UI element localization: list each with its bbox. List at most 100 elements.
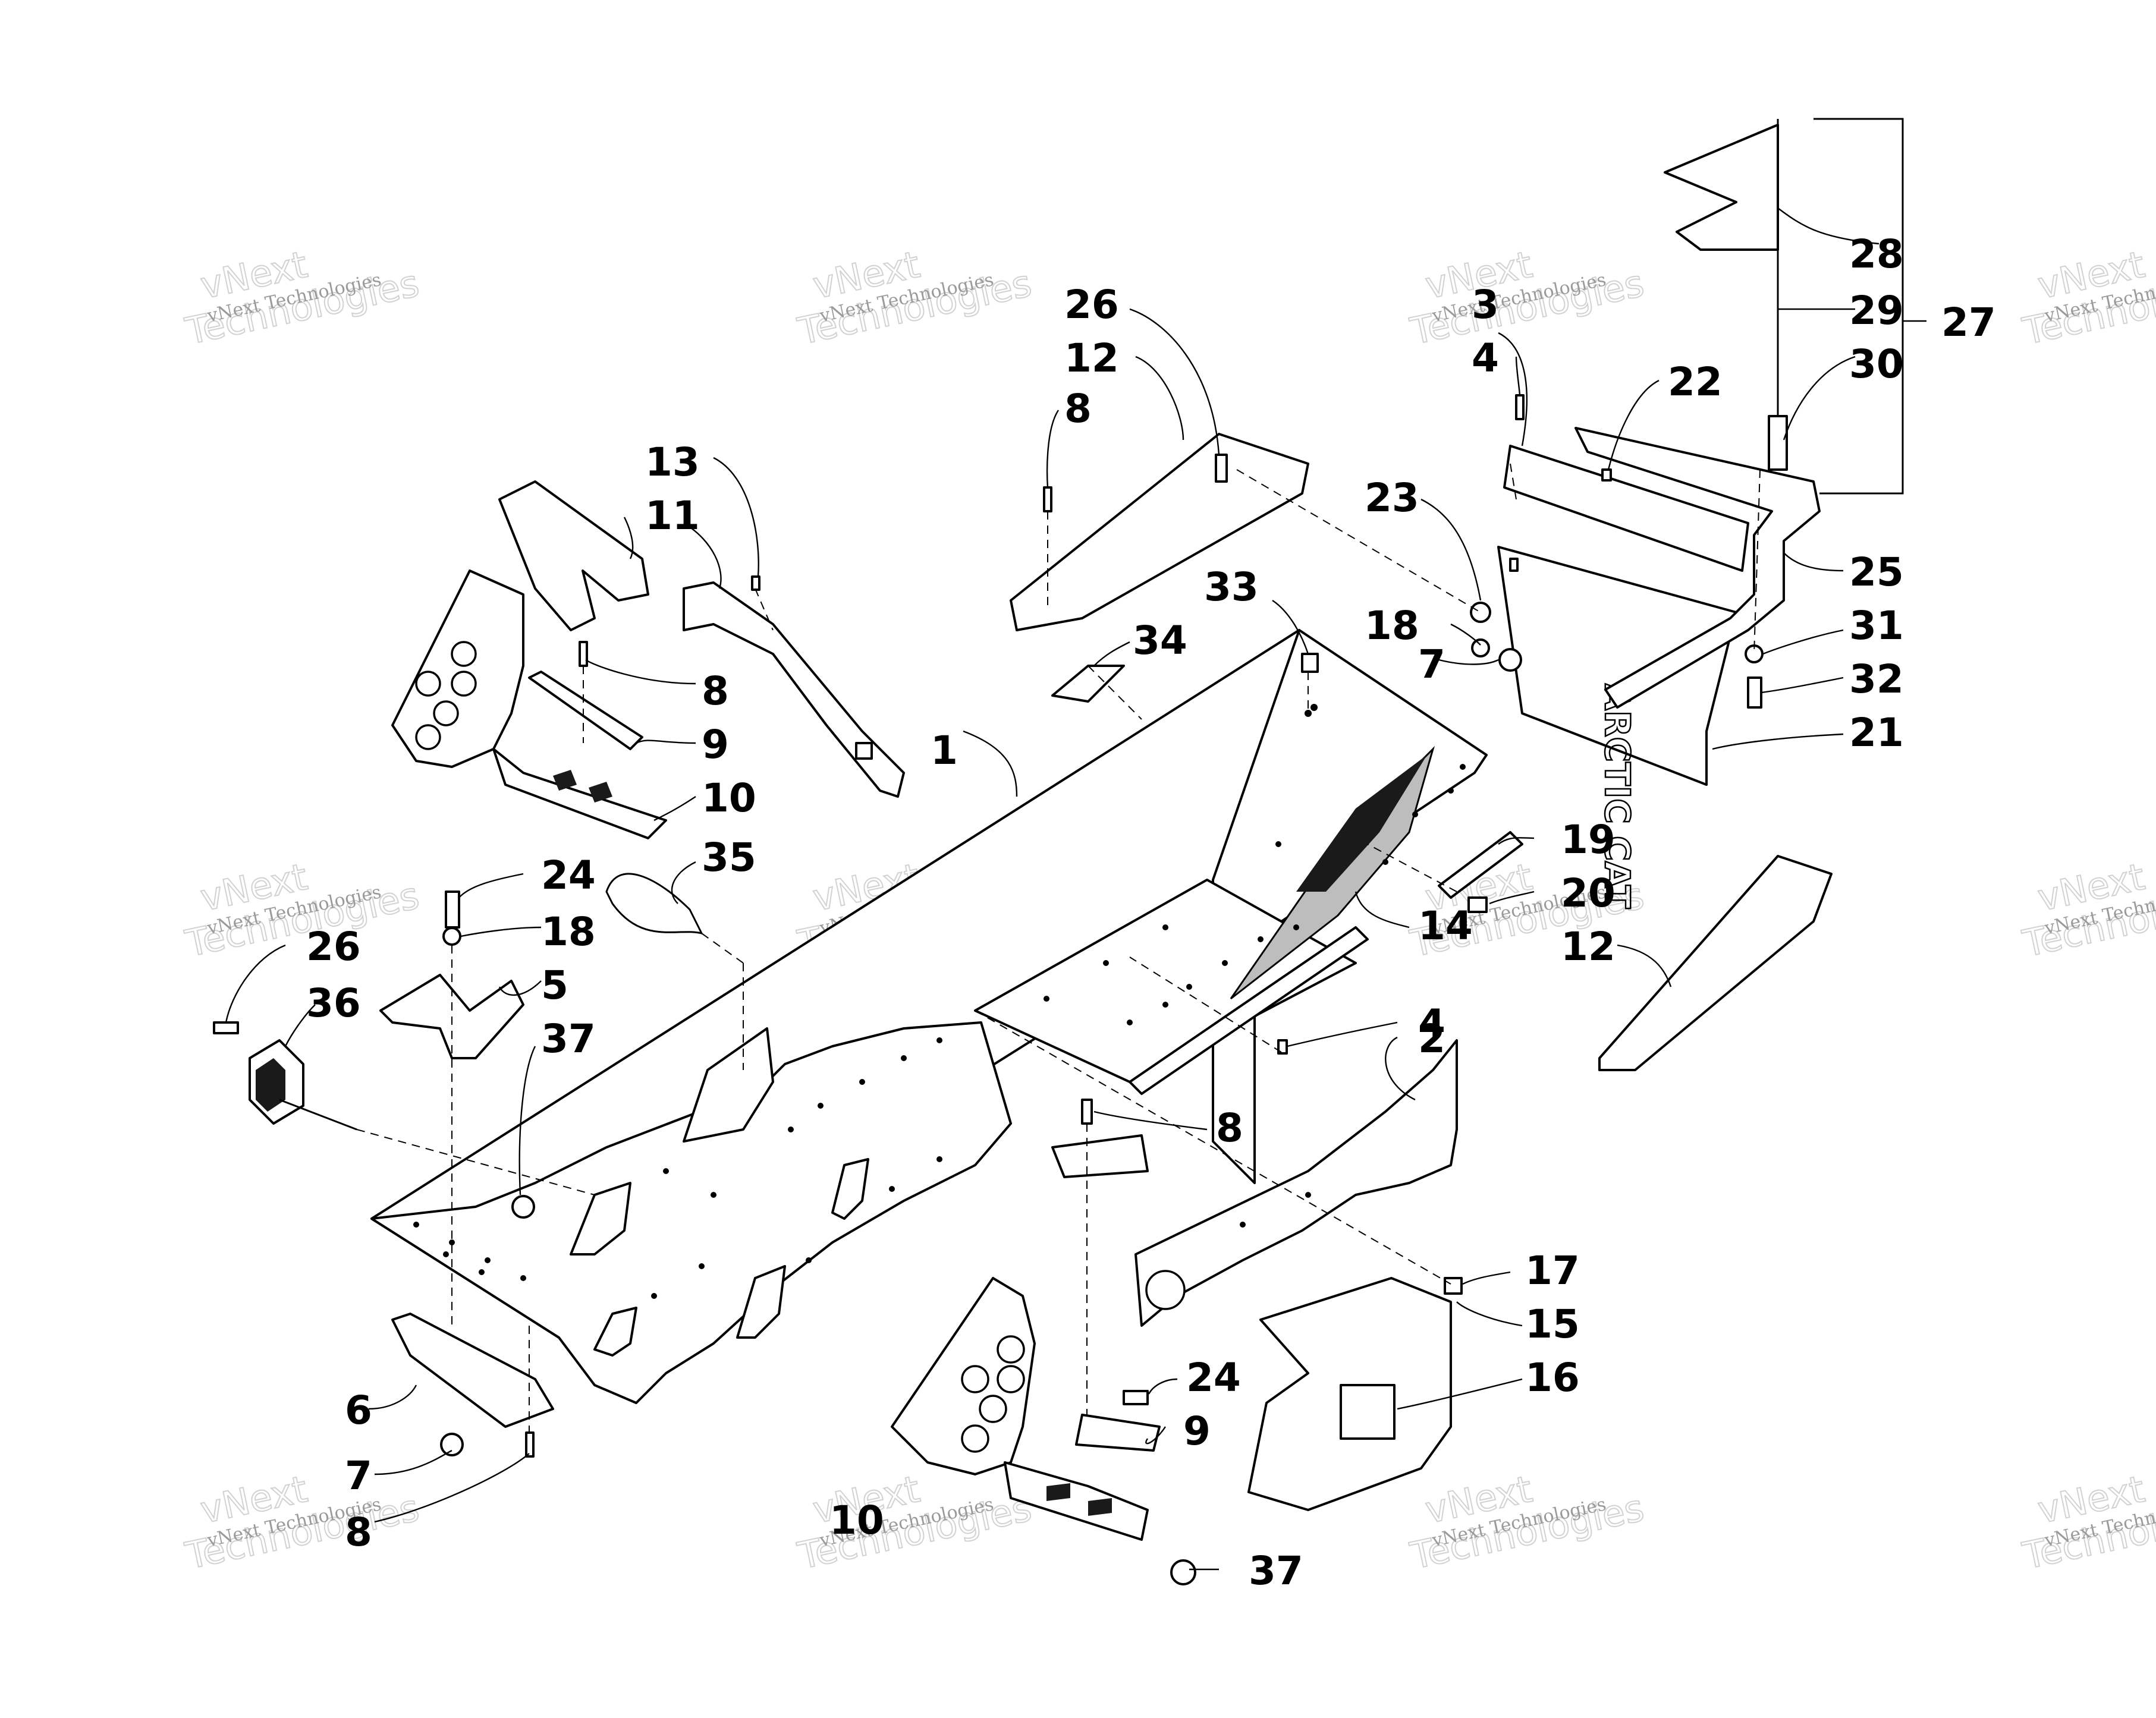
washer-part-18 bbox=[1471, 638, 1490, 657]
callout-28: 28 bbox=[1849, 231, 1904, 277]
flag-part-28 bbox=[1664, 124, 1779, 251]
callout-37-lower: 37 bbox=[1249, 1548, 1303, 1594]
callout-32: 32 bbox=[1849, 656, 1904, 702]
bracket-part-9-left bbox=[528, 671, 643, 750]
callout-1: 1 bbox=[931, 728, 958, 773]
skid-plate-foot bbox=[492, 748, 667, 839]
screw-part-4-top bbox=[1515, 394, 1525, 420]
callout-10-left: 10 bbox=[702, 775, 756, 821]
skid-plate-foot bbox=[1004, 1461, 1149, 1541]
fastener bbox=[855, 742, 873, 760]
tunnel-left-side bbox=[370, 1021, 1012, 1404]
callout-12-upper: 12 bbox=[1064, 335, 1119, 381]
tunnel-running-board bbox=[974, 879, 1357, 1083]
bolt-part-13 bbox=[751, 575, 760, 591]
callout-7-left: 7 bbox=[345, 1453, 372, 1499]
callout-33: 33 bbox=[1204, 564, 1259, 610]
screw-part-20 bbox=[1467, 896, 1488, 913]
bracket-part-11 bbox=[498, 480, 649, 631]
tunnel-cutout bbox=[593, 1307, 637, 1357]
callout-26-upper: 26 bbox=[1064, 282, 1119, 328]
rail-part-12-upper bbox=[1010, 433, 1309, 631]
callout-36: 36 bbox=[306, 980, 361, 1026]
screw-part-4-upper bbox=[1509, 558, 1519, 572]
watermark: vNext Technologies vNext Technologies bbox=[181, 1467, 423, 1578]
callout-35: 35 bbox=[702, 835, 756, 880]
plug-part-33 bbox=[1301, 653, 1319, 673]
callout-8-upper: 8 bbox=[1064, 386, 1092, 432]
rail-part-12-right bbox=[1598, 855, 1833, 1071]
label-part-34 bbox=[1051, 665, 1125, 703]
watermark: vNext Technologies vNext Technologies bbox=[2018, 854, 2156, 966]
callout-37-left: 37 bbox=[541, 1016, 596, 1062]
skid-plate-part-10-lower bbox=[891, 1277, 1149, 1541]
callout-9-left: 9 bbox=[702, 722, 729, 767]
callout-22: 22 bbox=[1668, 359, 1723, 405]
bolt-part-32 bbox=[1747, 676, 1762, 709]
callout-24-left: 24 bbox=[541, 852, 596, 898]
callout-11: 11 bbox=[645, 493, 700, 539]
bolt-part-8-upper bbox=[1043, 486, 1052, 512]
bracket-part-9-lower bbox=[1075, 1414, 1161, 1452]
light-part-36 bbox=[249, 1039, 357, 1131]
callout-20: 20 bbox=[1561, 870, 1616, 916]
warning-label-part-16 bbox=[1340, 1384, 1396, 1440]
callout-26-left: 26 bbox=[306, 924, 361, 970]
bolt-part-26-left bbox=[213, 1021, 239, 1034]
screw-part-17 bbox=[1444, 1277, 1463, 1295]
callout-17: 17 bbox=[1525, 1248, 1580, 1294]
hardware bbox=[213, 394, 1764, 1585]
callout-4-center: 4 bbox=[1418, 1001, 1445, 1047]
washer-part-18-left bbox=[442, 927, 461, 946]
callout-27: 27 bbox=[1941, 300, 1996, 345]
plate-part-19 bbox=[1438, 831, 1523, 899]
watermark: vNext Technologies vNext Technologies bbox=[2018, 1467, 2156, 1578]
watermark: vNext Technologies vNext Technologies bbox=[181, 242, 423, 354]
tunnel-cutout bbox=[736, 1265, 786, 1339]
bolt-part-8-left bbox=[579, 641, 588, 667]
callout-29: 29 bbox=[1849, 288, 1904, 333]
bumper-plate bbox=[1503, 445, 1749, 572]
callout-18-left: 18 bbox=[541, 909, 596, 955]
watermark: vNext Technologies vNext Technologies bbox=[181, 854, 423, 966]
callout-8-lower: 8 bbox=[345, 1509, 372, 1555]
callout-14: 14 bbox=[1418, 903, 1473, 949]
callout-25: 25 bbox=[1849, 549, 1904, 595]
bolt-part-8-lower bbox=[525, 1431, 535, 1458]
callout-24-lower: 24 bbox=[1186, 1355, 1241, 1401]
callout-3: 3 bbox=[1472, 282, 1499, 328]
tunnel-graphic-dark bbox=[1296, 755, 1427, 892]
callout-13: 13 bbox=[645, 439, 700, 485]
bracket-arm bbox=[683, 581, 905, 798]
callout-10-lower: 10 bbox=[829, 1497, 884, 1543]
flag-base-part-30 bbox=[1768, 415, 1788, 471]
callout-8-center: 8 bbox=[1216, 1105, 1243, 1151]
tunnel-tab bbox=[1051, 1134, 1149, 1178]
watermark: vNext Technologies vNext Technologies bbox=[2018, 242, 2156, 354]
nut-part-7 bbox=[1498, 648, 1522, 672]
screw-part-4-center bbox=[1277, 1039, 1288, 1055]
callout-6: 6 bbox=[345, 1387, 372, 1433]
callout-34: 34 bbox=[1133, 618, 1187, 663]
strap-part-35 bbox=[605, 873, 703, 935]
callout-21: 21 bbox=[1849, 710, 1904, 756]
bolt-part-8-center bbox=[1081, 1099, 1093, 1125]
bolt-part-26 bbox=[1215, 454, 1228, 483]
nut-part-37-lower bbox=[1170, 1559, 1196, 1585]
rivet-part-22 bbox=[1601, 468, 1612, 482]
callout-4-top: 4 bbox=[1472, 335, 1499, 381]
callout-8-left: 8 bbox=[702, 668, 729, 714]
callout-23: 23 bbox=[1365, 475, 1419, 521]
callout-15: 15 bbox=[1525, 1301, 1580, 1347]
callout-16: 16 bbox=[1525, 1355, 1580, 1401]
skid-plate-part-10-left bbox=[391, 569, 667, 839]
decal-text: ARCTIC CAT bbox=[1597, 684, 1638, 909]
callout-7-right: 7 bbox=[1418, 641, 1445, 687]
bracket-hole bbox=[1145, 1270, 1186, 1310]
snow-flap-part-21 bbox=[1497, 546, 1737, 786]
plate-part-6 bbox=[391, 1313, 554, 1428]
side-bracket-part-2 bbox=[1134, 1039, 1458, 1327]
callout-18-right: 18 bbox=[1365, 603, 1419, 649]
leader-lines bbox=[225, 207, 1926, 1571]
